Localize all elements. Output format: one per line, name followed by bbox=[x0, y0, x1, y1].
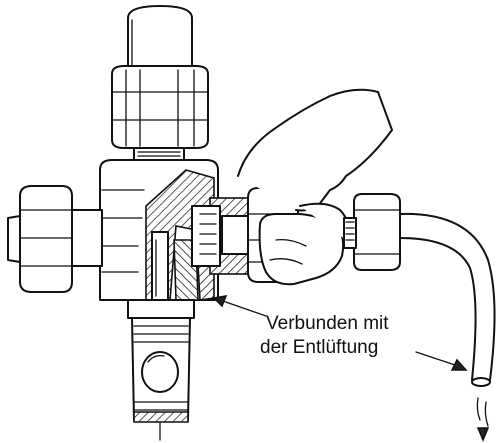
callout-arrows bbox=[212, 295, 468, 371]
drip-arrow bbox=[476, 397, 490, 442]
top-cap bbox=[127, 5, 193, 71]
adjustment-nut bbox=[111, 65, 209, 149]
left-connector bbox=[7, 185, 103, 293]
tube-fitting bbox=[343, 193, 401, 271]
vent-connection-label: Verbunden mit der Entlüftung bbox=[260, 312, 460, 360]
bottom-fitting bbox=[127, 299, 195, 441]
hand bbox=[237, 88, 393, 286]
label-line-1: Verbunden mit bbox=[266, 313, 389, 334]
right-threaded-stem bbox=[191, 197, 249, 275]
upper-thread bbox=[133, 147, 185, 161]
flexible-tube bbox=[399, 212, 496, 387]
label-line-2: der Entlüftung bbox=[260, 337, 379, 358]
